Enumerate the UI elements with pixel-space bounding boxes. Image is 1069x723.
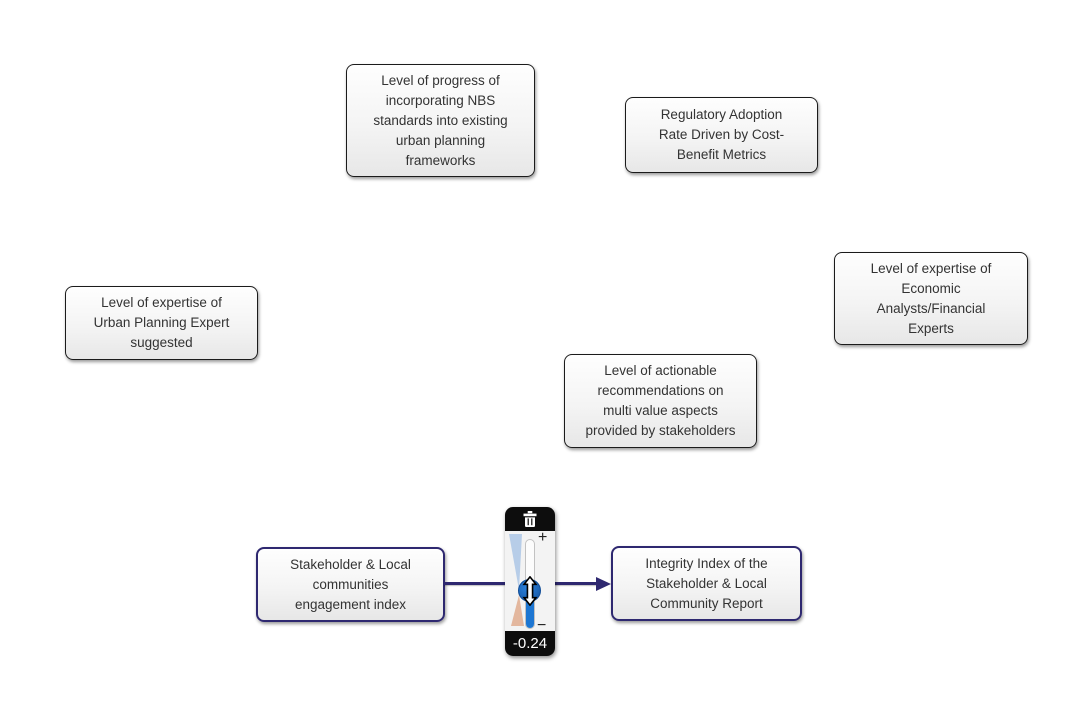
edge-weight-editor: + − -0.24 [505, 507, 555, 656]
slider-handle[interactable] [518, 576, 541, 606]
slider-fill [526, 591, 534, 628]
weight-value: -0.24 [505, 631, 555, 656]
node-actionable-recommendations[interactable]: Level of actionable recommendations on m… [564, 354, 757, 448]
node-label: Stakeholder & Local communities engageme… [290, 556, 411, 612]
node-regulatory-adoption[interactable]: Regulatory Adoption Rate Driven by Cost-… [625, 97, 818, 173]
positive-wedge [509, 534, 522, 590]
delete-edge-button[interactable] [505, 507, 555, 531]
negative-wedge [511, 595, 524, 626]
node-label: Regulatory Adoption Rate Driven by Cost-… [658, 107, 785, 162]
weight-gradient-wedges [509, 534, 524, 626]
node-label: Level of actionable recommendations on m… [585, 363, 736, 438]
edge-arrowhead [596, 576, 611, 591]
node-engagement-index[interactable]: Stakeholder & Local communities engageme… [256, 547, 445, 622]
vertical-double-arrow-icon [522, 576, 537, 606]
node-label: Level of expertise of Economic Analysts/… [870, 260, 992, 336]
trash-icon [523, 511, 537, 527]
weight-slider: + − [505, 529, 555, 634]
node-label: Integrity Index of the Stakeholder & Loc… [645, 555, 768, 611]
node-label: Level of progress of incorporating NBS s… [373, 72, 508, 168]
node-integrity-index[interactable]: Integrity Index of the Stakeholder & Loc… [611, 546, 802, 621]
node-label: Level of expertise of Urban Planning Exp… [93, 295, 230, 350]
node-nbs-progress[interactable]: Level of progress of incorporating NBS s… [346, 64, 535, 177]
decrease-weight-label[interactable]: − [537, 617, 547, 634]
node-economic-expertise[interactable]: Level of expertise of Economic Analysts/… [834, 252, 1028, 345]
node-urban-planning-expertise[interactable]: Level of expertise of Urban Planning Exp… [65, 286, 258, 360]
increase-weight-label[interactable]: + [538, 529, 548, 546]
